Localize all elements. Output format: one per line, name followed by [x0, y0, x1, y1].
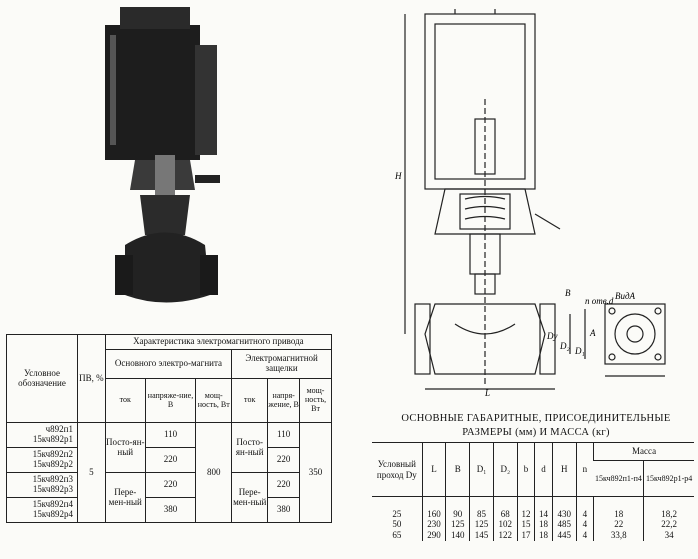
col-mass-p: 15кч892п1-п4	[593, 460, 644, 497]
col-B: B	[445, 442, 470, 497]
current-dc: Посто-ян-ный	[104, 422, 146, 473]
voltage2-cell: 380	[267, 497, 301, 523]
col-current2: ток	[231, 378, 269, 423]
voltage2-cell: 220	[267, 447, 301, 473]
dim-dy: Dу	[546, 331, 558, 341]
designation-cell: 15кч892п2 15кч892р2	[6, 447, 78, 473]
col-current: ток	[104, 378, 146, 423]
dim-d1: D₁	[574, 346, 585, 356]
dim-L: L	[484, 388, 490, 398]
table-row: 50 230 125 125 102 15 18 485 4 22 22,2	[372, 519, 694, 531]
table-row: 25 160 90 85 68 12 14 430 4 18 18,2	[372, 508, 694, 520]
col-d: d	[534, 442, 553, 497]
arrow-a: A	[589, 328, 596, 338]
dimensions-table: Условный проход Dу L B D₁ D₂ b d H n Мас…	[372, 442, 694, 541]
dim-b: B	[565, 288, 571, 298]
group-main: Основного электро-магнита	[104, 349, 233, 379]
voltage-cell: 380	[144, 497, 197, 523]
table-row: 65 290 140 145 122 17 18 445 4 33,8 34	[372, 530, 694, 541]
col-designation: Условное обозначение	[6, 334, 78, 423]
current-dc-2: Посто-ян-ный	[231, 422, 269, 473]
current-ac: Пере-мен-ный	[104, 472, 146, 523]
dimensions-title: ОСНОВНЫЕ ГАБАРИТНЫЕ, ПРИСОЕДИНИТЕЛЬНЫЕ Р…	[401, 413, 671, 438]
designation-cell: ч892п1 15кч892р1	[6, 422, 78, 448]
dim-H: H	[394, 171, 402, 181]
voltage2-cell: 220	[267, 472, 301, 498]
pv-value: 5	[76, 422, 106, 523]
header-top: Характеристика электромагнитного привода	[104, 334, 333, 350]
col-voltage2: напря-жение, В	[267, 378, 301, 423]
col-L: L	[421, 442, 446, 497]
col-dy: Условный проход Dу	[372, 442, 423, 497]
col-power2: мощ-ность, Вт	[299, 378, 332, 423]
dim-n-otv: n отв.d	[585, 296, 614, 306]
col-mass-r: 15кч892р1-р4	[643, 460, 694, 497]
group-latch: Электромагнитной защелки	[231, 349, 332, 379]
col-mass: Масса	[593, 442, 694, 461]
actuator-body	[105, 25, 200, 160]
col-D2: D₂	[492, 442, 518, 497]
col-D1: D₁	[469, 442, 494, 497]
designation-cell: 15кч892п4 15кч892р4	[6, 497, 78, 523]
designation-cell: 15кч892п3 15кч892р3	[6, 472, 78, 498]
voltage2-cell: 110	[267, 422, 301, 448]
power-main: 800	[195, 422, 233, 523]
valve-photo	[105, 7, 220, 303]
voltage-cell: 110	[144, 422, 197, 448]
col-pv: ПВ, %	[76, 334, 106, 423]
current-ac-2: Пере-мен-ный	[231, 472, 269, 523]
voltage-cell: 220	[144, 472, 197, 498]
col-b: b	[516, 442, 535, 497]
col-power: мощ-ность, Вт	[195, 378, 233, 423]
valve-drawing: H L B n отв.d ВидА A D₂ D₁ Dу	[394, 9, 666, 398]
col-n: n	[575, 442, 594, 497]
dim-d2: D₂	[559, 341, 570, 351]
col-H: H	[551, 442, 577, 497]
view-a-label: ВидА	[615, 291, 636, 301]
drive-characteristics-table: Условное обозначение ПВ, % Характеристик…	[6, 334, 333, 523]
voltage-cell: 220	[144, 447, 197, 473]
col-voltage: напряже-ние, В	[144, 378, 197, 423]
power-latch: 350	[299, 422, 332, 523]
